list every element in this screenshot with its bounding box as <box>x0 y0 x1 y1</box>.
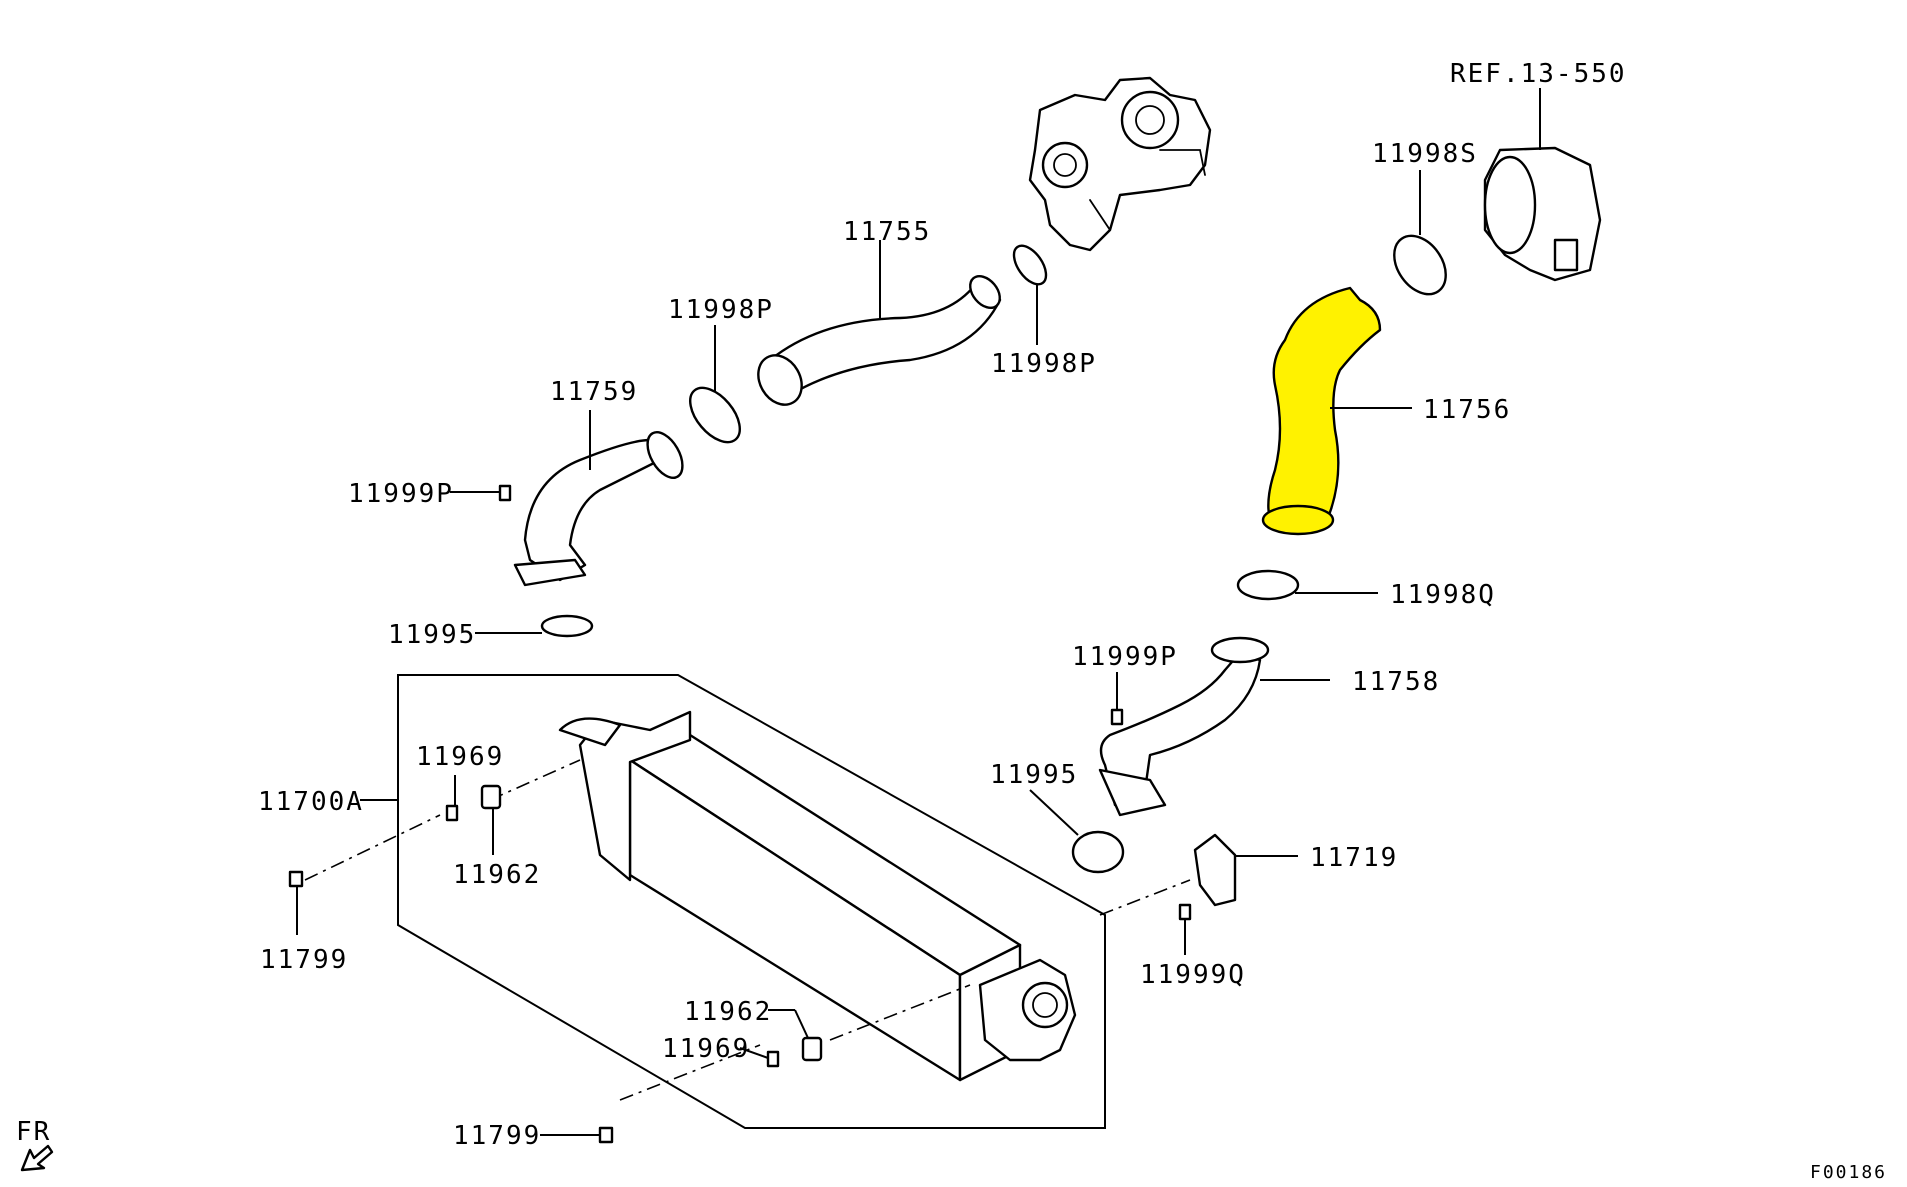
label-11998P-left: 11998P <box>668 295 774 325</box>
bolt-11799-right <box>540 1126 614 1144</box>
clamp-11998P-upper <box>1012 244 1048 345</box>
label-11999Q: 11999Q <box>1140 960 1246 990</box>
mounting-axis-lines <box>304 759 1191 1101</box>
label-11719: 11719 <box>1310 843 1398 873</box>
intercooler-assembly-frame <box>360 674 1106 1129</box>
throttle-body <box>1483 88 1602 282</box>
intercooler-core <box>558 710 1077 1082</box>
label-11995-mid: 11995 <box>990 760 1078 790</box>
label-11799-left: 11799 <box>260 945 348 975</box>
figure-code: F00186 <box>1810 1162 1887 1183</box>
label-11755: 11755 <box>843 217 931 247</box>
label-11962-right: 11962 <box>684 997 772 1027</box>
clamp-11998P-left <box>689 325 741 444</box>
label-11969-right: 11969 <box>662 1034 750 1064</box>
bolt-11999P-left <box>450 484 512 502</box>
label-ref-13-550: REF.13-550 <box>1450 59 1627 89</box>
clamp-11998S <box>1393 170 1447 296</box>
bolt-11999Q <box>1178 903 1192 955</box>
front-direction-arrow-icon <box>20 1144 54 1172</box>
label-11758: 11758 <box>1352 667 1440 697</box>
pipe-11758 <box>1098 636 1330 817</box>
label-11759: 11759 <box>550 377 638 407</box>
bolt-11999P-mid <box>1110 672 1124 726</box>
oring-11995-mid <box>1029 789 1125 874</box>
pipe-11759 <box>513 410 684 587</box>
label-fr: FR <box>16 1117 51 1147</box>
clamp-11998Q <box>1236 569 1378 601</box>
label-11700A: 11700A <box>258 787 364 817</box>
turbocharger <box>1028 76 1212 252</box>
oring-11995-left <box>475 614 594 638</box>
bracket-11719 <box>1193 833 1298 907</box>
label-11999P-left: 11999P <box>348 479 454 509</box>
label-11756: 11756 <box>1423 395 1511 425</box>
bolt-11969-left <box>445 775 459 822</box>
label-11998Q: 11998Q <box>1390 580 1496 610</box>
hose-11755 <box>757 240 1002 406</box>
bolt-11969-right <box>739 1047 780 1068</box>
bushing-11962-left <box>480 784 502 855</box>
label-11799-right: 11799 <box>453 1121 541 1151</box>
label-11962-left: 11962 <box>453 860 541 890</box>
hose-11756-highlighted <box>1261 286 1412 536</box>
bushing-11962-right <box>768 1009 823 1062</box>
label-11969-left: 11969 <box>416 742 504 772</box>
label-11998S: 11998S <box>1372 139 1478 169</box>
label-11999P-mid: 11999P <box>1072 642 1178 672</box>
label-11998P-upper: 11998P <box>991 349 1097 379</box>
label-11995-left: 11995 <box>388 620 476 650</box>
bolt-11799-left <box>288 870 304 935</box>
